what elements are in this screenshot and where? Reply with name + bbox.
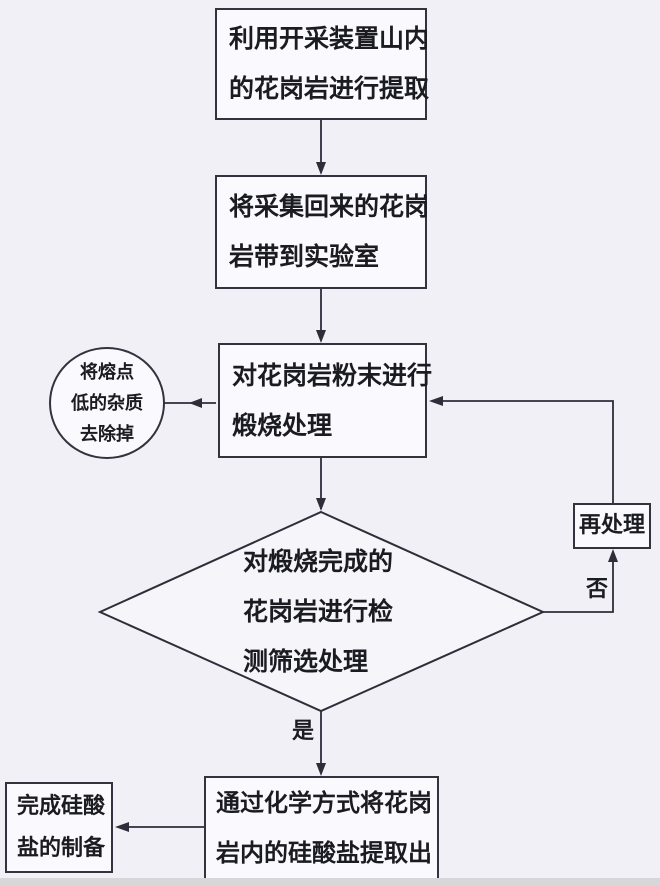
arrow-left-icon (115, 822, 129, 832)
step-text-line: 去除掉 (80, 423, 134, 445)
arrow-up-icon (608, 549, 618, 562)
arrow-down-icon (316, 330, 326, 343)
connector-decision-to-reprocess (543, 552, 614, 613)
step-text-line: 低的杂质 (71, 392, 143, 414)
flow-step-remove-impurities: 将熔点 低的杂质 去除掉 (49, 347, 165, 459)
step-text-line: 将熔点 (80, 361, 134, 383)
connector-reprocess-to-calcine (432, 400, 614, 503)
step-text-line: 完成硅酸 (17, 793, 106, 819)
arrow-left-icon (189, 398, 202, 408)
step-text-line: 的花岗岩进行提取 (229, 74, 430, 103)
step-text-line: 再处理 (578, 513, 645, 538)
bottom-gray-bar (0, 878, 660, 886)
step-text-line: 通过化学方式将花岗 (216, 789, 432, 817)
branch-label-yes: 是 (292, 719, 315, 744)
step-text-line: 将采集回来的花岗 (229, 192, 430, 221)
arrow-down-icon (316, 162, 326, 175)
arrow-left-icon (429, 396, 443, 406)
flow-step-chemical-extraction: 通过化学方式将花岗 岩内的硅酸盐提取出 (204, 776, 439, 880)
step-text-line: 岩带到实验室 (229, 242, 380, 271)
flow-step-bring-to-lab: 将采集回来的花岗 岩带到实验室 (215, 175, 430, 289)
step-text-line: 岩内的硅酸盐提取出 (216, 839, 432, 867)
flow-step-reprocess: 再处理 (573, 503, 651, 549)
flow-step-extract-granite: 利用开采装置山内 的花岗岩进行提取 (215, 8, 430, 120)
arrow-down-icon (316, 498, 326, 511)
flow-step-calcine-powder: 对花岗岩粉末进行 煅烧处理 (218, 343, 433, 458)
step-text-line: 花岗岩进行检 (243, 597, 394, 626)
step-text-line: 盐的制备 (17, 835, 106, 861)
flow-step-complete-silicate: 完成硅酸 盐的制备 (5, 782, 113, 873)
step-text-line: 对花岗岩粉末进行 (232, 360, 433, 390)
step-text-line: 对煅烧完成的 (243, 547, 394, 576)
flow-decision-inspect-screen: 对煅烧完成的 花岗岩进行检 测筛选处理 (243, 537, 413, 687)
arrow-down-icon (316, 763, 326, 776)
step-text-line: 煅烧处理 (232, 410, 333, 440)
step-text-line: 利用开采装置山内 (229, 24, 430, 53)
branch-label-no: 否 (586, 577, 609, 602)
step-text-line: 测筛选处理 (243, 647, 369, 676)
